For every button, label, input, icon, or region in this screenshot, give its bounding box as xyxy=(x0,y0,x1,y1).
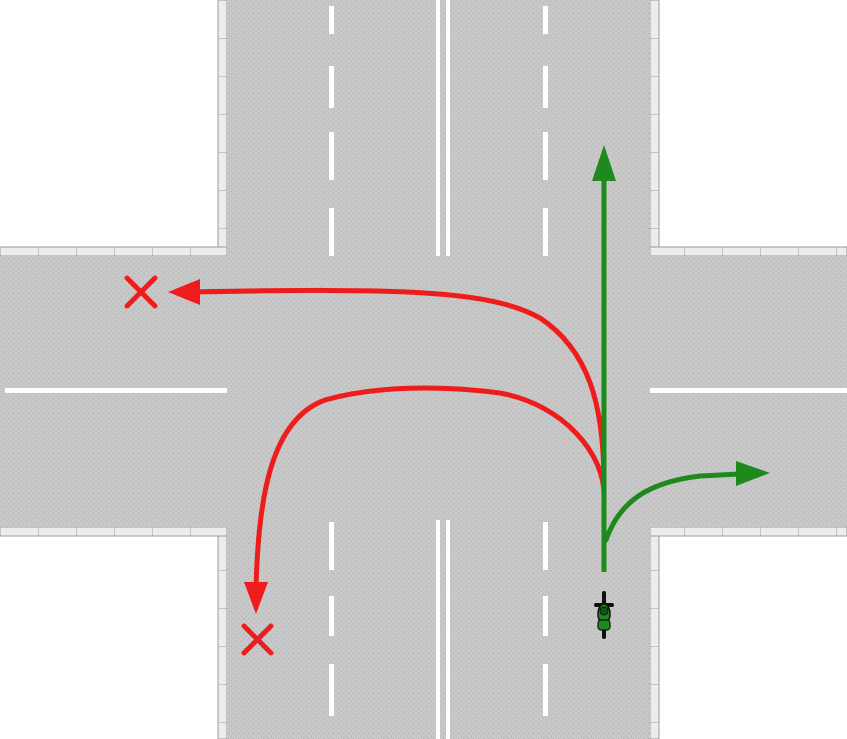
allowed-maneuvers xyxy=(592,145,770,572)
right-turn-path xyxy=(603,471,743,543)
north-double-center-line-right xyxy=(446,0,450,256)
south-double-center-line-left xyxy=(436,520,440,739)
motorcycle-icon xyxy=(594,591,614,639)
left-turn-path xyxy=(187,287,607,493)
curb-ne-horizontal xyxy=(649,246,847,257)
curb-sw-vertical xyxy=(217,526,228,739)
curb-nw-horizontal xyxy=(0,246,228,257)
north-left-dashed-line xyxy=(329,6,334,256)
forbidden-maneuvers xyxy=(124,275,607,656)
u-turn-path xyxy=(253,385,607,593)
south-right-dashed-line xyxy=(543,522,548,716)
right-turn-arrowhead xyxy=(736,461,770,486)
curb-se-vertical xyxy=(649,526,660,739)
curb-ne-vertical xyxy=(649,0,660,252)
lane-markings xyxy=(5,0,847,739)
east-center-line xyxy=(650,388,847,393)
u-turn-forbidden-x-icon xyxy=(241,623,274,656)
curb-se-horizontal xyxy=(649,526,847,537)
south-left-dashed-line xyxy=(329,522,334,716)
left-turn-forbidden-x-icon xyxy=(124,275,158,309)
curb-nw-vertical xyxy=(217,0,228,252)
straight-arrowhead xyxy=(592,145,616,181)
left-turn-arrowhead xyxy=(168,279,200,305)
u-turn-arrowhead xyxy=(244,582,268,614)
south-double-center-line-right xyxy=(446,520,450,739)
north-right-dashed-line xyxy=(543,6,548,256)
north-double-center-line-left xyxy=(436,0,440,256)
west-center-line xyxy=(5,388,227,393)
curb-sw-horizontal xyxy=(0,526,228,537)
